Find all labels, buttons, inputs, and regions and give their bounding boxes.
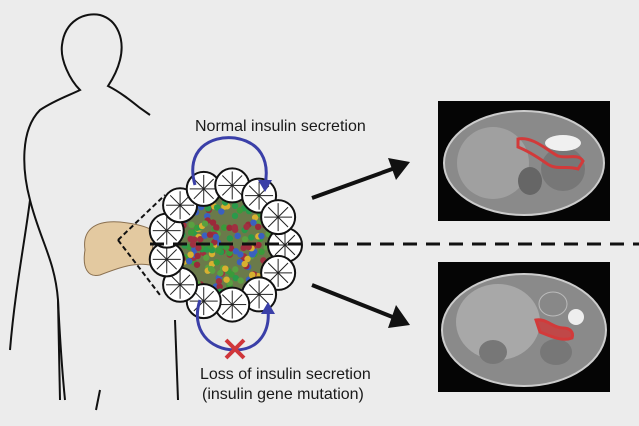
islet-cell [231, 212, 239, 220]
arrow-right-icon [311, 158, 410, 200]
islet-cell [195, 244, 202, 252]
islet-cell [187, 251, 194, 258]
islet-cell [231, 224, 238, 231]
acinus [260, 199, 297, 236]
islet-cell [250, 219, 257, 226]
islet-cell [216, 283, 223, 290]
islet-cell [254, 223, 262, 231]
islet-cell [234, 232, 241, 240]
islet-cell [232, 266, 239, 273]
islet-cell [207, 265, 215, 273]
human-silhouette [23, 13, 151, 401]
label-gene-mutation: (insulin gene mutation) [202, 386, 364, 403]
mri-scan-normal [438, 101, 610, 221]
islet-cell [244, 255, 251, 263]
mri-scan-mutation [438, 262, 610, 392]
islet-cell [232, 248, 240, 255]
islet-cell [193, 261, 201, 268]
islet-cell [251, 214, 259, 221]
islet-cell [255, 241, 262, 249]
islet-cell [258, 248, 265, 256]
islet-cell [243, 223, 250, 231]
islet-cell [226, 235, 234, 242]
islet-cell [258, 232, 265, 240]
islet-cell [185, 257, 193, 265]
islet-cell [248, 234, 255, 241]
islet-cell [213, 224, 220, 231]
islet-cell [206, 231, 214, 238]
islet-cell [237, 277, 244, 284]
islet-cell [240, 244, 247, 252]
islet-cell [218, 208, 225, 215]
islet-cell [248, 250, 256, 258]
x-mark-icon [224, 338, 246, 360]
islet-cell [236, 207, 244, 214]
islet-cell [231, 202, 239, 210]
islet-cell [213, 204, 221, 211]
islet-cell [217, 269, 224, 277]
label-normal-secretion: Normal insulin secretion [195, 118, 366, 135]
islet-cell [203, 254, 210, 261]
islet-cell [213, 259, 220, 266]
islet-cell [187, 235, 194, 243]
islet-cell [232, 274, 239, 282]
islet-cell [215, 247, 222, 254]
label-loss-secretion: Loss of insulin secretion [200, 366, 371, 383]
islet-cell [197, 235, 204, 243]
islet-cell [249, 271, 256, 278]
islet-cell [201, 220, 209, 227]
islet-cell [212, 233, 220, 241]
islet-cell [241, 260, 248, 268]
islet-cell [222, 265, 229, 272]
islet-cell [241, 236, 249, 243]
islet-cell [223, 276, 230, 283]
islet-cell [236, 258, 244, 266]
islet-cell [237, 251, 244, 258]
islet-cell [209, 219, 217, 226]
islet-cell [215, 278, 223, 285]
pancreas [83, 221, 156, 277]
islet-cell [187, 229, 195, 236]
islet-cell [201, 232, 209, 239]
secretion-arrow-top [191, 136, 268, 186]
islet-cell [204, 205, 212, 212]
arrow-right-icon [311, 283, 410, 328]
islet-cell [188, 221, 195, 229]
islet-cell [221, 224, 228, 231]
islet-cell [226, 224, 233, 232]
islet-cell [223, 244, 230, 251]
islet-cell [189, 241, 197, 248]
islet-cell [194, 252, 201, 260]
